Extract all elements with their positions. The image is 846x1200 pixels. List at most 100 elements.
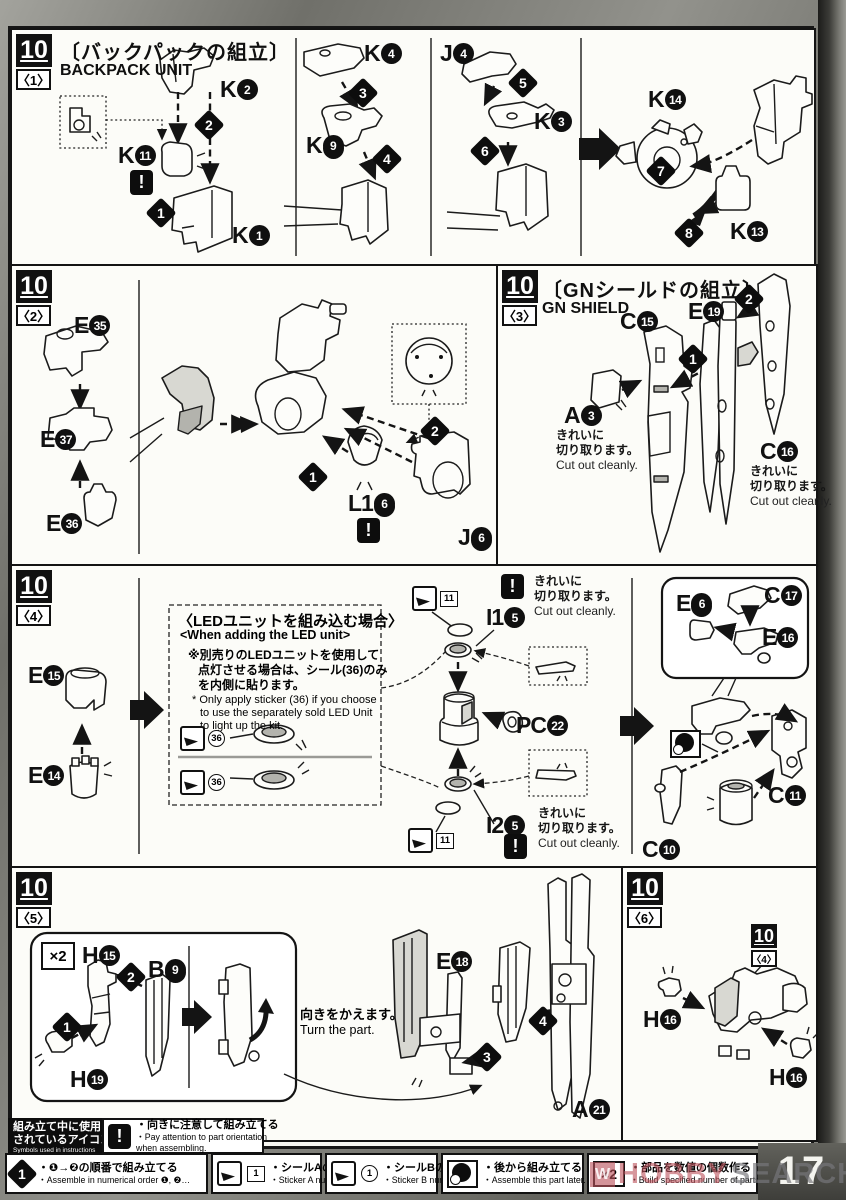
legend-sticker-a: 1 ・シールAの番号 ・Sticker A number: [211, 1153, 355, 1194]
big-arrow-s4-right: [620, 707, 654, 745]
warning-icon-i15: !: [501, 574, 524, 599]
x2-icon: ×2: [593, 1160, 625, 1187]
sticker-icon: [180, 726, 205, 751]
assemble-later-icon: [447, 1159, 478, 1188]
warning-icon-k11: !: [130, 170, 153, 195]
page-binding-shadow: [818, 0, 846, 1200]
sticker-shape-inset-bottom: [528, 749, 588, 797]
legend-assemble-later: ・後から組み立てる ・Assemble this part later.: [441, 1153, 586, 1194]
step-substep: 〈1〉: [16, 69, 51, 90]
sticker-b-number: 1: [361, 1165, 378, 1182]
big-arrow-s1: [579, 128, 621, 170]
step-diamond-icon: 1: [6, 1157, 38, 1190]
e18-blade-part: [492, 941, 531, 1043]
arrow-h16b-in: [760, 1027, 788, 1048]
backpack-core-assembly: [240, 299, 347, 435]
s3-illustration: [590, 273, 791, 553]
step-substep: 〈5〉: [16, 907, 51, 928]
a21-part: [547, 873, 595, 1119]
step-substep: 〈3〉: [502, 305, 537, 326]
step-header-10-1: 10 〈1〉: [16, 34, 52, 90]
leader-led-top: [380, 651, 446, 689]
arrow-c10-to-c11: [679, 729, 771, 774]
step-substep: 〈4〉: [16, 605, 51, 626]
step-number: 10: [16, 872, 52, 905]
e19-blade-assembly: [699, 301, 759, 525]
cut-note-i15: きれいに 切り取ります。 Cut out cleanly.: [534, 574, 617, 618]
a3-part: [590, 369, 627, 411]
sticker-shape-inset-top: [528, 646, 588, 686]
legend-sticker-b: 1 ・シールBの番号 ・Sticker B number: [325, 1153, 468, 1194]
arrow-k9-down: [358, 151, 377, 181]
sticker-36-number: 36: [208, 774, 225, 791]
cut-note-c16: きれいに 切り取ります。 Cut out cleanly.: [750, 464, 833, 508]
s1-illustration: [59, 38, 813, 256]
arrow-shoulder-to-c11: [751, 703, 799, 723]
arrow-j6-top-to-core: [341, 406, 429, 440]
e15-part: [65, 667, 107, 711]
step-header-10-5: 10 〈5〉: [16, 872, 52, 928]
camera-assembly: [708, 967, 808, 1060]
legend-orientation: ! ・向きに注意して組み立てる ・Pay attention to part o…: [102, 1118, 279, 1154]
h16a-part: [657, 965, 682, 997]
assembled-backpack-part: [753, 75, 813, 165]
sticker-a-number: 1: [247, 1165, 265, 1182]
arrow-a3-to-c15: [618, 379, 643, 399]
s6-illustration: [657, 961, 816, 1060]
sticker-icon: [408, 828, 433, 853]
c11-part: [771, 709, 807, 779]
step-header-10-2: 10 〈2〉: [16, 270, 52, 326]
k4-part: [303, 43, 365, 77]
backpack-housing-right: [446, 163, 549, 231]
step-number: 10: [627, 872, 663, 905]
big-arrow-s4-left: [130, 691, 164, 729]
k11-detail-inset: [59, 95, 168, 149]
s5-illustration: [29, 873, 595, 1119]
x2-icon: ×2: [41, 942, 75, 970]
cut-note-i25: きれいに 切り取ります。 Cut out cleanly.: [538, 806, 621, 850]
arrow-j6-to-core: [343, 427, 413, 464]
led-note-en-2: to use the separately sold LED Unit: [200, 707, 373, 719]
k3-part: [488, 101, 555, 129]
step-number: 10: [502, 270, 538, 303]
shoulder-assembly: [691, 697, 751, 745]
section-title-jp: 〔GNシールドの組立〕: [542, 280, 763, 302]
elbow-subassembly: [129, 365, 215, 463]
arrow-pc22-in: [481, 711, 506, 730]
b9-part: [145, 973, 171, 1077]
core-detail-inset: [391, 323, 467, 444]
i15-rings: [444, 623, 530, 667]
step-header-10-6: 10 〈6〉: [627, 872, 663, 928]
arrow-h19-in: [71, 1023, 99, 1043]
arrow-j4-to-k3: [483, 82, 503, 107]
sticker36-row-top: 36: [180, 726, 225, 751]
e18-assembly: [392, 929, 473, 1088]
sticker11-bottom: 11: [408, 828, 454, 853]
sticker-icon: [217, 1161, 242, 1186]
sticker36-row-bottom: 36: [180, 770, 225, 795]
led-note-jp-1: ※別売りのLEDユニットを使用して: [188, 648, 380, 662]
sticker-11-number: 11: [440, 590, 458, 607]
sticker-icon: [180, 770, 205, 795]
assemble-later-icon: [670, 730, 701, 758]
